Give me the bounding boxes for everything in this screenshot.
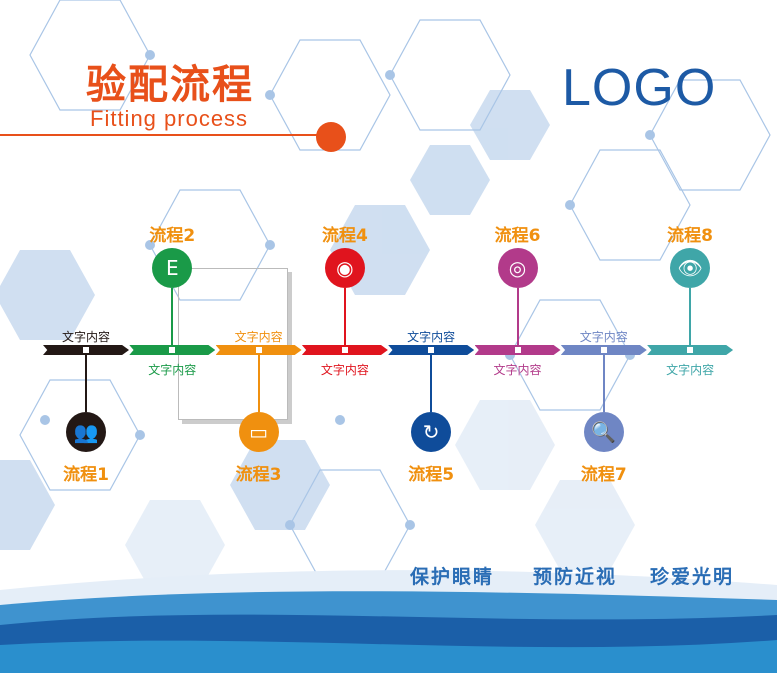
segment-marker-6 bbox=[514, 347, 521, 353]
monitor-icon: ▭ bbox=[238, 412, 279, 452]
segment-text-6: 文字内容 bbox=[493, 363, 542, 377]
segment-marker-4 bbox=[341, 347, 348, 353]
segment-text-8: 文字内容 bbox=[666, 363, 715, 377]
segment-marker-1 bbox=[83, 347, 89, 353]
refresh-icon: ↻ bbox=[411, 412, 452, 452]
segment-marker-2 bbox=[169, 347, 176, 353]
lens-icon: ◎ bbox=[497, 248, 538, 288]
decorative-frame bbox=[178, 268, 288, 420]
page-subtitle: Fitting process bbox=[90, 106, 249, 131]
connector-4 bbox=[343, 288, 346, 346]
title-underline bbox=[0, 134, 330, 136]
step-label-4: 流程4 bbox=[321, 226, 368, 246]
search-icon: 🔍 bbox=[583, 412, 624, 452]
slogan-3: 珍爱光明 bbox=[650, 566, 735, 588]
eye-chart-icon: E bbox=[152, 248, 193, 288]
segment-marker-8 bbox=[687, 347, 694, 353]
segment-text-3: 文字内容 bbox=[234, 330, 283, 344]
segment-marker-7 bbox=[600, 347, 607, 353]
connector-3 bbox=[257, 354, 260, 412]
connector-5 bbox=[430, 354, 433, 412]
step-label-5: 流程5 bbox=[408, 465, 455, 485]
step-label-3: 流程3 bbox=[235, 465, 282, 485]
step-label-1: 流程1 bbox=[63, 465, 109, 485]
segment-marker-3 bbox=[255, 347, 262, 353]
segment-text-4: 文字内容 bbox=[320, 363, 369, 377]
step-label-7: 流程7 bbox=[580, 465, 627, 485]
step-label-8: 流程8 bbox=[667, 226, 714, 246]
segment-text-2: 文字内容 bbox=[148, 363, 197, 377]
connector-1 bbox=[85, 354, 87, 412]
segment-text-1: 文字内容 bbox=[61, 330, 110, 344]
step-label-2: 流程2 bbox=[149, 226, 196, 246]
segment-marker-5 bbox=[428, 347, 435, 353]
segment-text-5: 文字内容 bbox=[407, 330, 456, 344]
connector-2 bbox=[171, 288, 174, 346]
slogan-2: 预防近视 bbox=[533, 566, 618, 588]
connector-8 bbox=[689, 288, 692, 346]
logo: LOGO bbox=[562, 59, 717, 117]
page-title: 验配流程 bbox=[86, 62, 254, 108]
eyeball-icon: ◉ bbox=[324, 248, 365, 288]
title-dot bbox=[316, 122, 346, 152]
users-icon: 👥 bbox=[66, 412, 106, 452]
segment-text-7: 文字内容 bbox=[579, 330, 628, 344]
connector-7 bbox=[602, 354, 605, 412]
slogan-1: 保护眼睛 bbox=[410, 566, 495, 588]
eye-icon: 👁 bbox=[670, 248, 711, 288]
step-label-6: 流程6 bbox=[494, 226, 541, 246]
connector-6 bbox=[516, 288, 519, 346]
